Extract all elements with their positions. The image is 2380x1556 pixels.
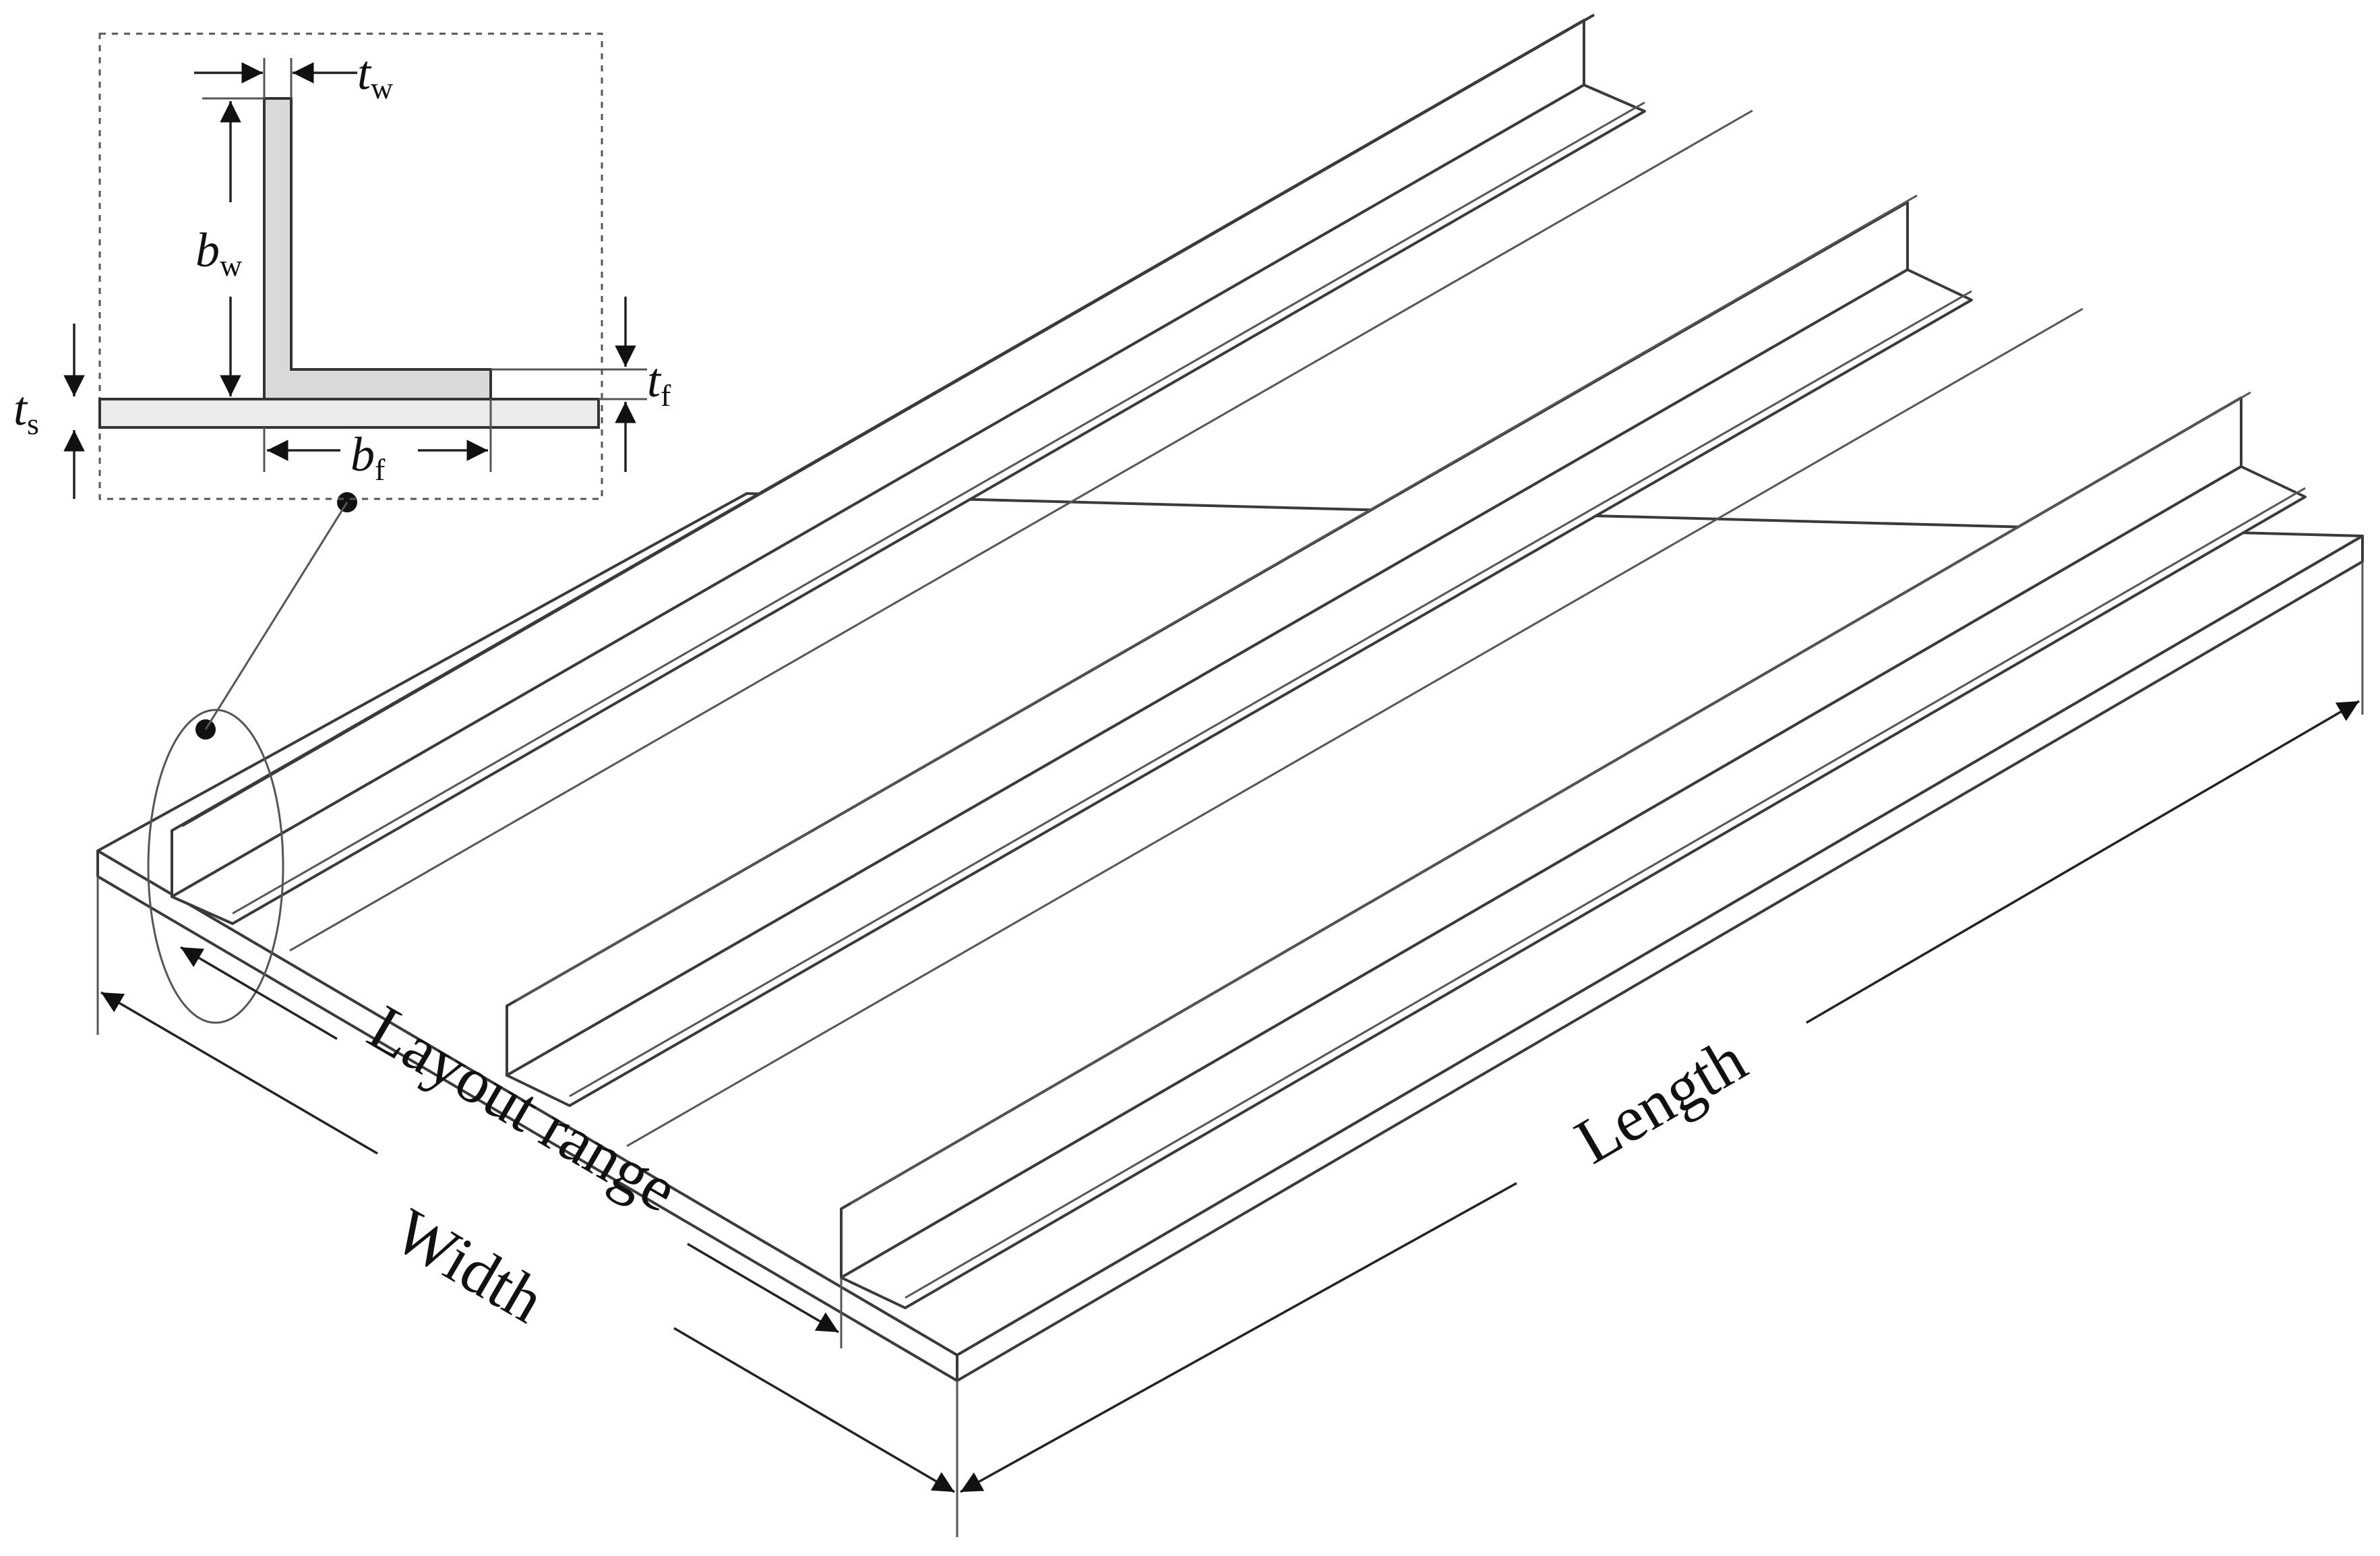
section-highlight-ellipse [147,709,284,1024]
plate-line-1 [289,109,1753,952]
dim-tw: tw [194,46,394,105]
tw-symbol: t [357,46,372,100]
svg-text:bf: bf [350,427,386,487]
section-inset: tw bw tf ts bf [13,32,671,500]
tf-subscript: f [661,378,671,413]
dim-bw: bw [195,97,264,396]
dim-tf: tf [491,297,671,472]
dim-ts: ts [13,324,85,499]
plate-line-2 [626,307,2083,1147]
svg-text:tw: tw [357,46,394,105]
ts-symbol: t [13,382,28,436]
inset-plate [98,398,600,429]
bf-symbol: b [350,427,375,481]
tf-symbol: t [647,353,662,407]
bw-subscript: w [220,248,243,282]
ts-subscript: s [27,407,39,441]
stiffeners [171,13,2307,1309]
bf-subscript: f [375,452,386,487]
stiffener-3 [840,391,2307,1309]
inset-l-section [263,97,492,400]
tw-subscript: w [371,71,394,105]
stiffener-1 [171,13,1646,925]
svg-text:tf: tf [647,353,671,413]
inset-frame [98,32,603,500]
leader-line [204,502,348,730]
width-label: Width [382,1194,556,1336]
length-label: Length [1563,1023,1758,1177]
svg-text:bw: bw [195,223,243,282]
dim-bf: bf [263,399,492,487]
svg-text:ts: ts [13,382,39,441]
bw-symbol: b [195,223,220,277]
stiffener-2 [506,194,1973,1107]
